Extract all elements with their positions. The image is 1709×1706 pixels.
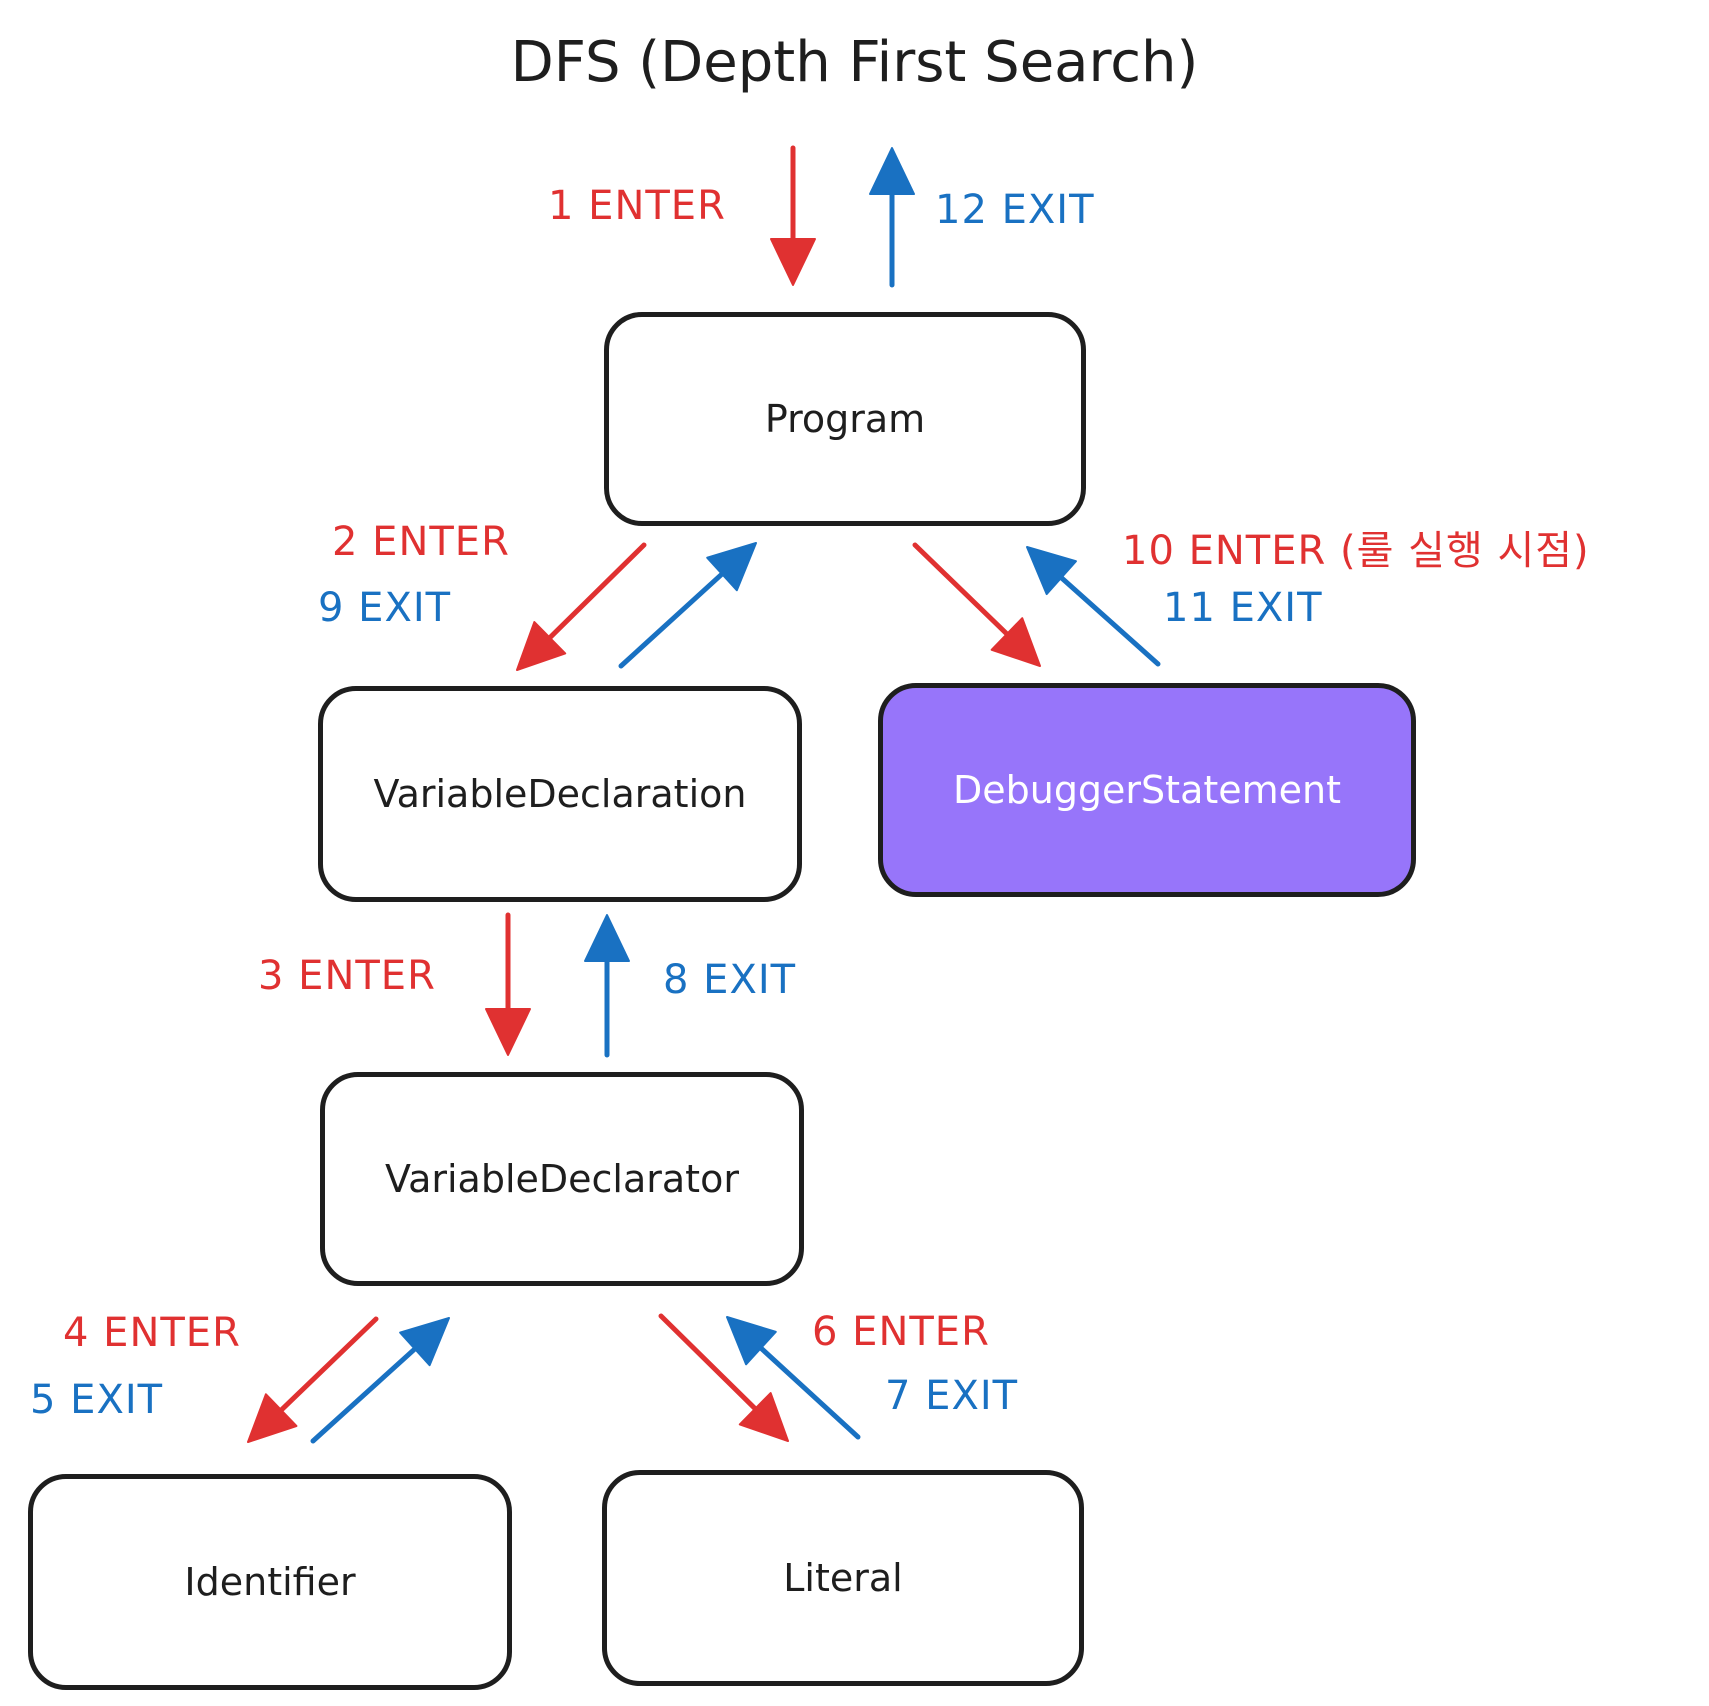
arrow-12-exit [869,147,915,288]
step-label-6-enter: 6 ENTER [812,1309,990,1355]
arrow-8-exit [584,914,630,1058]
step-label-3-enter: 3 ENTER [258,953,436,999]
node-variable-declarator: VariableDeclarator [320,1072,804,1286]
step-label-4-enter: 4 ENTER [63,1310,241,1356]
step-label-1-enter: 1 ENTER [548,183,726,229]
node-variable-declaration: VariableDeclaration [318,686,802,902]
step-label-10-enter: 10 ENTER (룰 실행 시점) [1122,528,1590,574]
step-label-5-exit: 5 EXIT [30,1377,164,1423]
diagram-title: DFS (Depth First Search) [510,30,1199,95]
node-debugger-statement: DebuggerStatement [878,683,1416,897]
step-label-8-exit: 8 EXIT [663,957,797,1003]
node-identifier: Identifier [28,1474,512,1690]
arrow-3-enter [485,912,531,1056]
step-label-7-exit: 7 EXIT [885,1373,1019,1419]
step-label-12-exit: 12 EXIT [935,187,1095,233]
arrow-2-enter [516,542,647,671]
arrow-5-exit [310,1317,450,1444]
step-label-9-exit: 9 EXIT [318,585,452,631]
arrow-7-exit [726,1316,861,1440]
arrow-9-exit [618,542,757,669]
arrow-6-enter [658,1313,789,1442]
arrow-4-enter [247,1316,379,1443]
arrow-10-enter [912,542,1041,667]
step-label-2-enter: 2 ENTER [332,519,510,565]
arrow-1-enter [770,145,816,286]
node-program: Program [604,312,1086,526]
node-literal: Literal [602,1470,1084,1686]
arrow-11-exit [1026,546,1161,667]
step-label-11-exit: 11 EXIT [1163,585,1323,631]
